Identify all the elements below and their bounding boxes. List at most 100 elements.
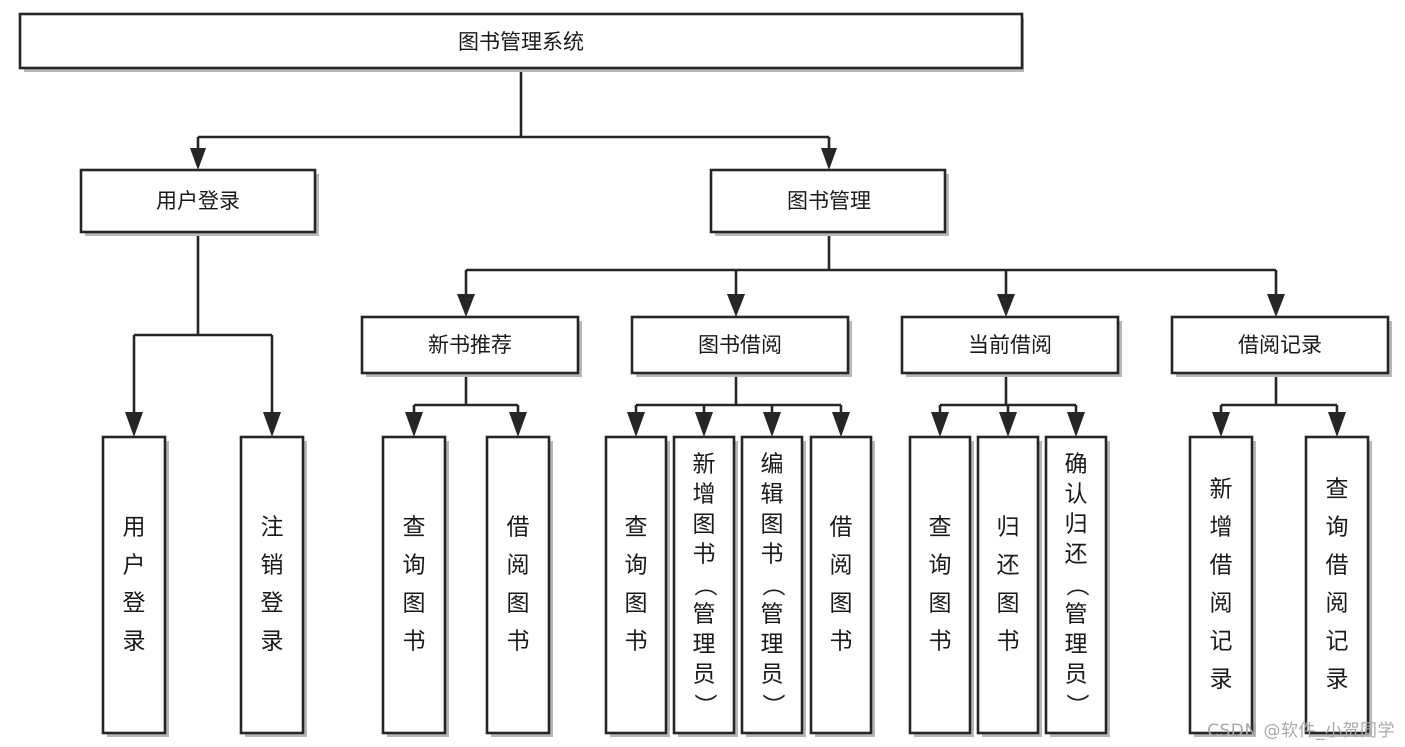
borrow-record-box <box>1170 315 1390 375</box>
leaf-label-char: 查 <box>403 515 426 541</box>
node-book-management[interactable]: 图书管理 <box>709 168 949 236</box>
arrow-head-leaf-logout <box>263 412 281 437</box>
leaf-label-char: 书 <box>625 629 648 655</box>
arrow-head-leaf-edit-book <box>763 412 781 437</box>
arrow-head-new-book-recommend <box>457 294 475 317</box>
new-book-recommend-box <box>360 315 580 375</box>
leaf-box <box>740 435 804 735</box>
leaf-box <box>604 435 668 735</box>
leaf-label-char: 阅 <box>507 553 530 579</box>
node-new-book-recommend[interactable]: 新书推荐 <box>360 315 582 377</box>
leaf-label-char: 查 <box>929 515 952 541</box>
leaf-label-char: 图 <box>997 591 1020 617</box>
leaf-box <box>672 435 736 735</box>
leaf-label-char: 记 <box>1210 629 1233 655</box>
leaf-label-char: 录 <box>261 629 284 655</box>
leaf-label-char: 阅 <box>830 553 853 579</box>
leaf-nodes: 用户登录注销登录查询图书借阅图书查询图书新增图书（管理员）编辑图书（管理员）借阅… <box>101 435 1372 737</box>
leaf-label-char: 增 <box>693 482 716 508</box>
arrow-head-leaf-user-login <box>125 412 143 437</box>
leaf-label-char: 书 <box>830 629 853 655</box>
leaf-label-char: 询 <box>403 553 426 579</box>
leaf-label-char: 归 <box>1065 512 1088 538</box>
leaf-label-char: 登 <box>123 591 146 617</box>
arrow-head-borrow-record <box>1267 294 1285 317</box>
leaf-label-char: （ <box>692 574 718 597</box>
leaf-label-char: 借 <box>830 515 853 541</box>
node-book-borrow[interactable]: 图书借阅 <box>630 315 852 377</box>
leaf-label-char: 图 <box>693 512 716 538</box>
arrow-head-leaf-return-book <box>999 412 1017 437</box>
leaf-label-char: 增 <box>1210 515 1233 541</box>
leaf-label-char: ） <box>1064 694 1090 717</box>
arrow-head-leaf-borrow-book-1 <box>509 412 527 437</box>
leaf-label-char: 书 <box>693 542 716 568</box>
node-current-borrow[interactable]: 当前借阅 <box>900 315 1122 377</box>
leaf-label-char: 阅 <box>1210 591 1233 617</box>
leaf-label-char: 登 <box>261 591 284 617</box>
node-borrow-record[interactable]: 借阅记录 <box>1170 315 1392 377</box>
leaf-label-char: （ <box>1064 574 1090 597</box>
leaf-label-char: 书 <box>929 629 952 655</box>
arrow-head-leaf-add-book <box>695 412 713 437</box>
leaf-label-char: 确 <box>1065 452 1088 478</box>
leaf-label-char: 借 <box>1326 553 1349 579</box>
leaf-label-char: 查 <box>1326 477 1349 503</box>
leaf-label-char: 管 <box>761 602 784 628</box>
current-borrow-box <box>900 315 1120 375</box>
book-borrow-label: 图书借阅 <box>698 333 782 357</box>
watermark: CSDN @软件_小贺同学 <box>1207 721 1395 741</box>
book-management-label: 图书管理 <box>787 189 871 213</box>
leaf-label-char: 用 <box>123 515 146 541</box>
arrow-head-book-borrow <box>727 294 745 317</box>
arrow-head-current-borrow <box>997 294 1015 317</box>
leaf-label-char: 书 <box>761 542 784 568</box>
leaf-label-char: 编 <box>761 452 784 478</box>
leaf-label-char: 书 <box>507 629 530 655</box>
root-label: 图书管理系统 <box>458 30 584 54</box>
leaf-label: 用户登录 <box>123 515 146 655</box>
leaf-label-char: 询 <box>1326 515 1349 541</box>
borrow-record-label: 借阅记录 <box>1238 333 1322 357</box>
leaf-label-char: 图 <box>507 591 530 617</box>
leaf-label-char: 员 <box>693 662 716 688</box>
root-box <box>18 12 1024 70</box>
arrow-head-leaf-confirm-return <box>1067 412 1085 437</box>
leaf-label-char: 图 <box>830 591 853 617</box>
leaf-label-char: 录 <box>1210 667 1233 693</box>
user-login-box <box>79 168 317 234</box>
leaf-node[interactable]: 用户登录 <box>101 435 169 737</box>
arrow-head-leaf-query-book-2 <box>627 412 645 437</box>
book-borrow-box <box>630 315 850 375</box>
leaf-label-char: 询 <box>625 553 648 579</box>
leaf-label-char: 销 <box>261 553 284 579</box>
leaf-label-char: ） <box>760 694 786 717</box>
leaf-label-char: 还 <box>997 553 1020 579</box>
leaf-box <box>1188 435 1254 735</box>
node-root[interactable]: 图书管理系统 <box>18 12 1024 72</box>
node-user-login[interactable]: 用户登录 <box>79 168 319 236</box>
leaf-label-char: 员 <box>1065 662 1088 688</box>
leaf-label-char: 询 <box>929 553 952 579</box>
